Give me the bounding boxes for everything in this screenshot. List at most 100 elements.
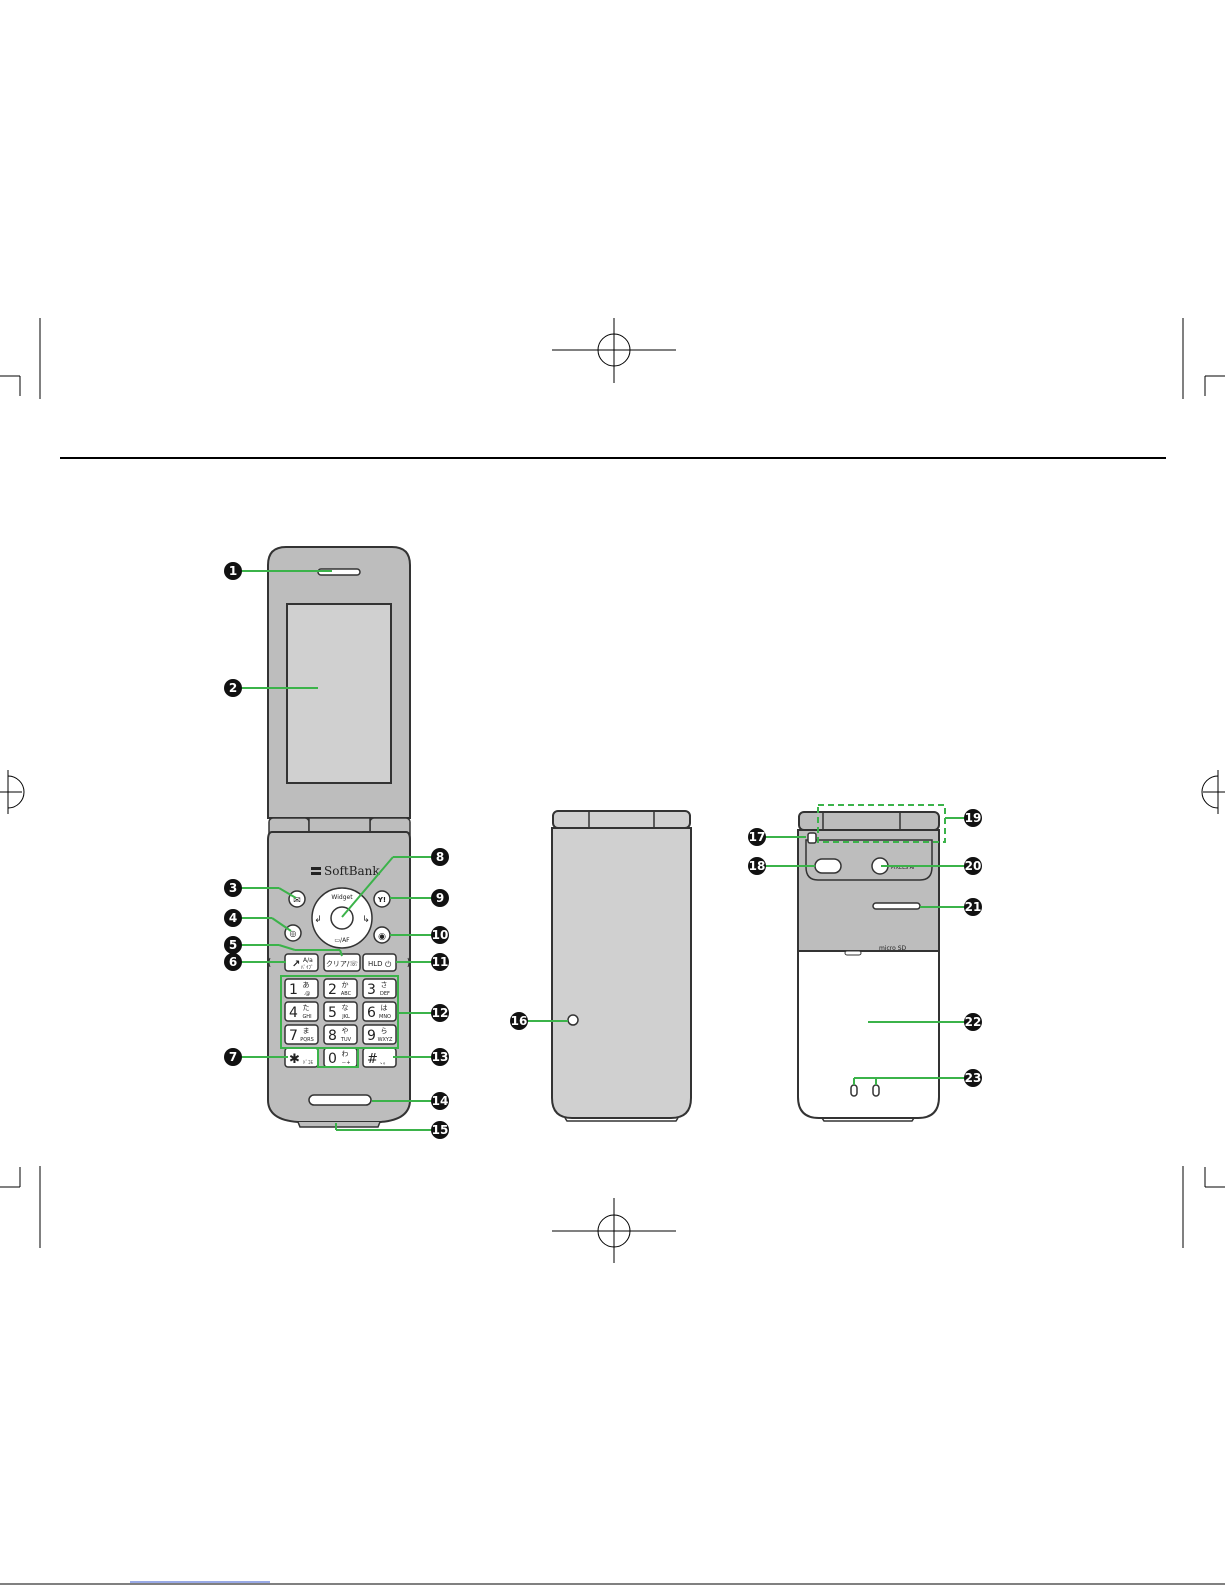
callout-10: 10 bbox=[431, 926, 449, 944]
svg-text:↳: ↳ bbox=[362, 915, 370, 925]
charging-terminal-2 bbox=[873, 1085, 879, 1096]
key-digit: 5 bbox=[328, 1005, 337, 1021]
key-digit: 1 bbox=[289, 982, 298, 998]
key-kana: さ bbox=[381, 981, 388, 989]
callout-15: 15 bbox=[431, 1121, 449, 1139]
svg-text:18: 18 bbox=[749, 859, 766, 873]
mobile-light bbox=[808, 833, 816, 843]
svg-text:、。: 、。 bbox=[380, 1059, 389, 1066]
key-letters: DEF bbox=[380, 991, 390, 997]
main-display bbox=[287, 604, 391, 783]
center-select-key[interactable] bbox=[331, 907, 353, 929]
star-key[interactable]: ✱ ﾄﾞｺﾓ bbox=[285, 1048, 318, 1067]
svg-text:22: 22 bbox=[965, 1015, 982, 1029]
bottom-edge bbox=[298, 1122, 380, 1127]
svg-text:21: 21 bbox=[965, 900, 982, 914]
key-letters: .@ bbox=[304, 991, 311, 997]
front-cover bbox=[552, 828, 691, 1118]
key-kana: か bbox=[342, 981, 349, 989]
mail-key[interactable]: ✉ bbox=[289, 891, 305, 907]
callout-12: 12 bbox=[431, 1004, 449, 1022]
battery-cover bbox=[798, 951, 939, 1118]
svg-text:6: 6 bbox=[229, 955, 237, 969]
front-hinge bbox=[553, 811, 690, 828]
svg-text:23: 23 bbox=[965, 1071, 982, 1085]
callout-1: 1 bbox=[224, 562, 242, 580]
svg-text:10: 10 bbox=[432, 928, 449, 942]
callout-23: 23 bbox=[964, 1069, 982, 1087]
key-kana: ま bbox=[303, 1027, 310, 1035]
callout-17: 17 bbox=[748, 828, 766, 846]
key-digit: 2 bbox=[328, 982, 337, 998]
speaker-grille bbox=[873, 903, 920, 909]
svg-text:クリア/☏: クリア/☏ bbox=[326, 960, 358, 968]
key-digit: 9 bbox=[367, 1028, 376, 1044]
svg-text:14: 14 bbox=[432, 1094, 449, 1108]
key-kana: な bbox=[342, 1004, 349, 1012]
infrared-port bbox=[815, 859, 841, 873]
callout-9: 9 bbox=[431, 889, 449, 907]
back-hinge bbox=[799, 812, 939, 830]
key-digit: 8 bbox=[328, 1028, 337, 1044]
callout-22: 22 bbox=[964, 1013, 982, 1031]
key-kana: ら bbox=[381, 1027, 388, 1035]
hash-key[interactable]: # 、。 bbox=[363, 1048, 396, 1067]
svg-text:▭/AF: ▭/AF bbox=[334, 937, 350, 944]
back-upper-panel bbox=[798, 830, 939, 951]
svg-text:2: 2 bbox=[229, 681, 237, 695]
callout-21: 21 bbox=[964, 898, 982, 916]
svg-text:↲: ↲ bbox=[314, 915, 322, 925]
key-digit: 3 bbox=[367, 982, 376, 998]
svg-text:5: 5 bbox=[229, 938, 237, 952]
callout-5: 5 bbox=[224, 936, 242, 954]
callout-3: 3 bbox=[224, 879, 242, 897]
battery-cover-notch bbox=[845, 951, 861, 955]
callout-19: 19 bbox=[964, 809, 982, 827]
svg-text:7: 7 bbox=[229, 1050, 237, 1064]
svg-text:9: 9 bbox=[436, 891, 444, 905]
svg-text:8: 8 bbox=[436, 850, 444, 864]
key-letters: PQRS bbox=[300, 1037, 314, 1043]
key-letters: WXYZ bbox=[378, 1037, 393, 1043]
callout-6: 6 bbox=[224, 953, 242, 971]
end-power-key[interactable]: HLD ⏻ bbox=[363, 954, 396, 971]
svg-text:✱: ✱ bbox=[289, 1052, 300, 1067]
callout-16: 16 bbox=[510, 1012, 528, 1030]
start-call-key[interactable]: ↗ A/a ﾊﾞｲﾌﾞ bbox=[285, 954, 318, 971]
key-kana: は bbox=[381, 1004, 388, 1012]
registration-mark-right bbox=[1202, 770, 1225, 814]
camera-key[interactable]: ◉ bbox=[374, 927, 390, 943]
svg-text:13: 13 bbox=[432, 1050, 449, 1064]
registration-mark-left bbox=[0, 770, 24, 814]
clear-key[interactable]: クリア/☏ bbox=[324, 954, 360, 971]
svg-text:◉: ◉ bbox=[378, 932, 386, 942]
svg-text:12: 12 bbox=[432, 1006, 449, 1020]
yahoo-key[interactable]: Y! bbox=[374, 891, 390, 907]
key-digit: 6 bbox=[367, 1005, 376, 1021]
svg-text:↗: ↗ bbox=[292, 959, 300, 970]
svg-text:ﾊﾞｲﾌﾞ: ﾊﾞｲﾌﾞ bbox=[301, 964, 314, 971]
svg-text:ﾄﾞｺﾓ: ﾄﾞｺﾓ bbox=[303, 1059, 314, 1066]
key-letters: GHI bbox=[302, 1014, 311, 1020]
svg-text:A/a: A/a bbox=[303, 957, 313, 964]
svg-text:SoftBank: SoftBank bbox=[324, 864, 380, 878]
svg-text:19: 19 bbox=[965, 811, 982, 825]
registration-mark-top bbox=[552, 318, 676, 383]
key-kana: や bbox=[342, 1027, 349, 1035]
mouthpiece bbox=[309, 1095, 371, 1105]
svg-text:1: 1 bbox=[229, 564, 237, 578]
callout-7: 7 bbox=[224, 1048, 242, 1066]
callout-18: 18 bbox=[748, 857, 766, 875]
closed-phone-back: PIXELS AF micro SD bbox=[798, 812, 939, 1121]
